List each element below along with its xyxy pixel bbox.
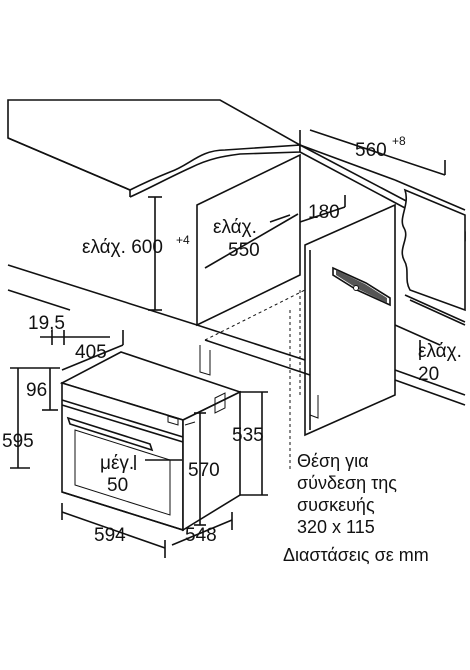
niche-width-value: 550	[228, 240, 260, 261]
connection-size: 320 x 115	[297, 517, 375, 537]
total-height: 595	[2, 431, 34, 452]
height-min-label: ελάχ. 600	[82, 237, 163, 258]
height-min-sup: +4	[176, 233, 190, 247]
oven	[59, 351, 243, 532]
body-height: 570	[188, 460, 220, 481]
max-label: μέγ.	[100, 453, 134, 474]
dimension-lines	[10, 129, 446, 558]
front-offset: 19,5	[28, 313, 65, 334]
right-worktop-end	[401, 188, 466, 326]
cabinet-niche	[7, 153, 466, 470]
panel-height: 96	[26, 380, 47, 401]
dimension-labels: 560 +8 180 ελάχ. 600 +4 ελάχ. 550 ελάχ. …	[2, 134, 462, 546]
units-note: Διαστάσεις σε mm	[283, 545, 429, 565]
connection-caption-line2: σύνδεση της	[297, 473, 397, 493]
depth-min-value: 560	[355, 140, 387, 161]
side-min-label: ελάχ.	[418, 341, 462, 362]
body-depth: 548	[185, 525, 217, 546]
connection-caption-line1: Θέση για	[297, 451, 369, 471]
connection-caption-line3: συσκευής	[297, 495, 375, 515]
body-height-side: 535	[232, 425, 264, 446]
depth-min-sup: +8	[392, 134, 406, 148]
max-value: 50	[107, 475, 128, 496]
gap-180: 180	[308, 202, 340, 223]
total-width: 594	[94, 525, 126, 546]
captions: Θέση για σύνδεση της συσκευής 320 x 115 …	[283, 451, 429, 565]
panel-depth: 405	[75, 342, 107, 363]
side-min-value: 20	[418, 364, 439, 385]
niche-width-label: ελάχ.	[213, 217, 257, 238]
